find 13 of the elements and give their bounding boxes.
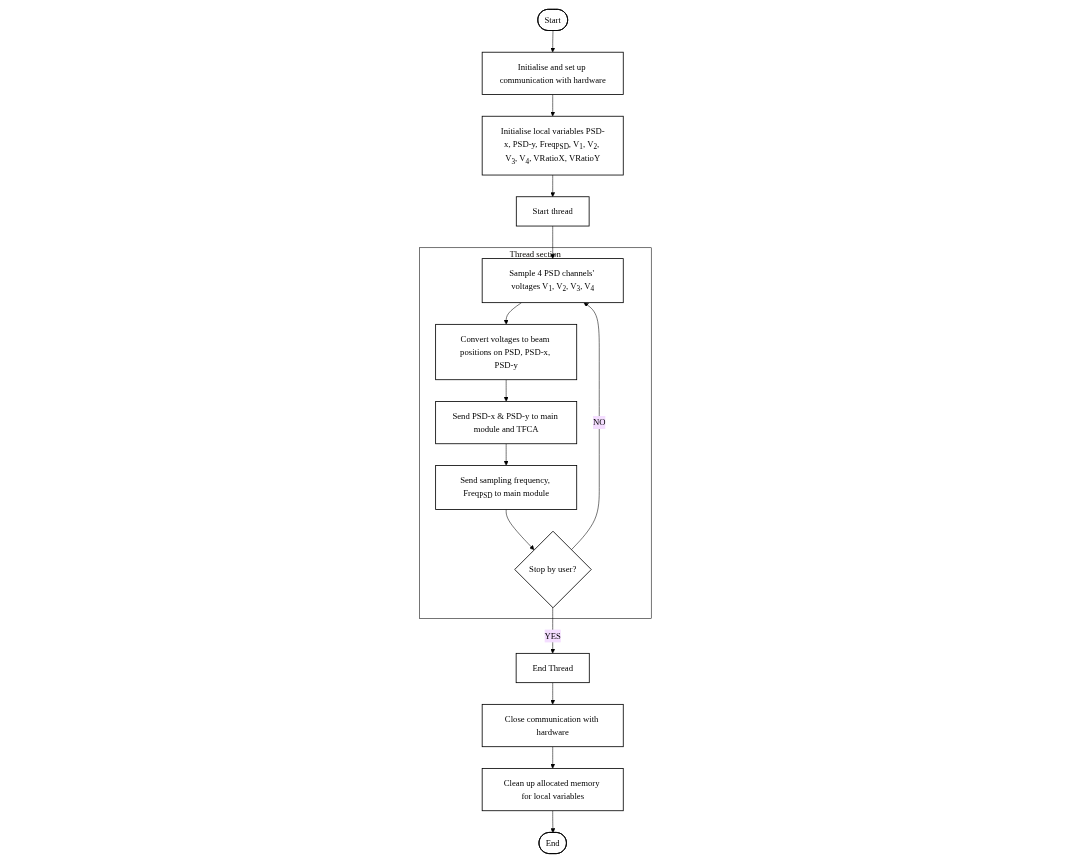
edge-label: YES: [544, 631, 561, 641]
node-box: Sample 4 PSD channels' voltages V$_{1}$, V$_{2}$, V$_{3}$, V$_{4}$: [481, 258, 624, 304]
node-box: Initialise local variables PSD-x, PSD-y, Freq$_{PSD}$, V$_{1}$, V$_{2}$, V$_{3}$, V$_{4}$, VRatioX, VRatioY: [481, 115, 624, 176]
node-diamond: Stop by user?: [514, 530, 592, 609]
edge-label: NO: [592, 417, 606, 427]
node-box: Clean up allocated memory for local variables: [481, 768, 624, 812]
node-box: Convert voltages to beam positions on PSD, PSD-x, PSD-y: [434, 324, 577, 381]
node-box: Send sampling frequency, Freq$_{PSD}$ to main module: [434, 465, 577, 510]
node-box: Close communication with hardware: [481, 704, 624, 748]
node-box: Initialise and set up communication with hardware: [481, 51, 624, 95]
node-box: End Thread: [515, 653, 590, 684]
node-box: Start thread: [515, 196, 590, 227]
node-box: Send PSD-x & PSD-y to main module and TFCA: [434, 401, 577, 445]
